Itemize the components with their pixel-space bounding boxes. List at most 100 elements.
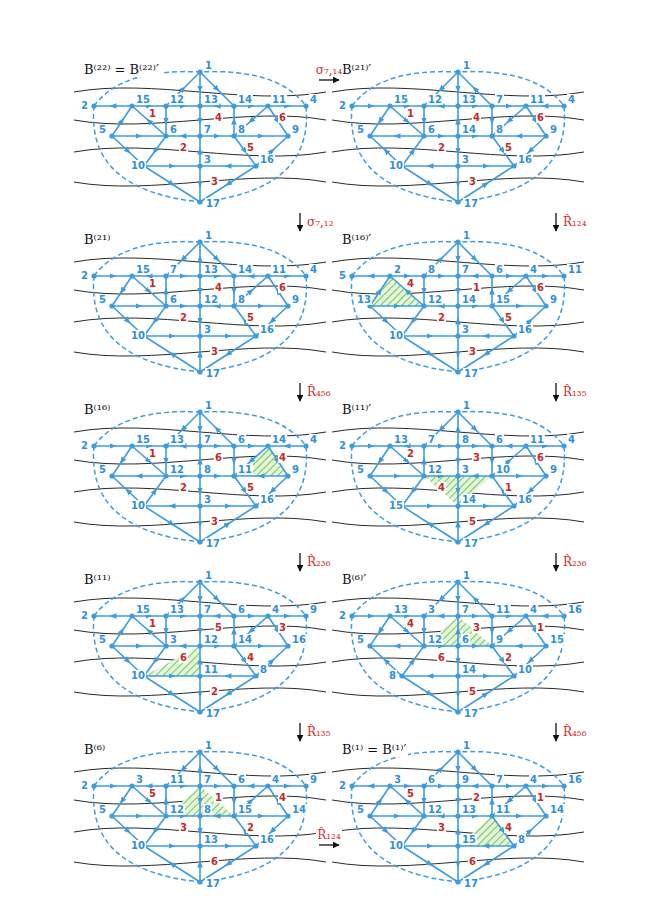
vertex-number: 12 bbox=[427, 634, 443, 645]
vertex-dot bbox=[455, 333, 460, 338]
vertex-number: 10 bbox=[517, 664, 533, 675]
quiver-panel: B⁽¹⁶⁾ bbox=[82, 402, 318, 552]
face-number: 4 bbox=[406, 618, 415, 629]
quiver-arrow bbox=[458, 135, 492, 137]
face-number: 2 bbox=[246, 822, 255, 833]
vertex-dot bbox=[197, 643, 202, 648]
vertex-number: 13 bbox=[169, 434, 185, 445]
vertex-number: 6 bbox=[461, 634, 470, 645]
quiver-arrow bbox=[166, 72, 200, 106]
vertex-number: 5 bbox=[338, 270, 347, 281]
vertex-dot bbox=[197, 273, 202, 278]
face-number: 6 bbox=[210, 856, 219, 867]
hatched-face bbox=[424, 616, 492, 646]
quiver-arrow bbox=[94, 275, 132, 277]
quiver-arrow bbox=[370, 616, 390, 646]
quiver-arrow bbox=[200, 752, 234, 786]
vertex-dot bbox=[253, 163, 258, 168]
quiver-arrow bbox=[144, 136, 166, 166]
quiver-arrow bbox=[458, 165, 514, 167]
quiver-arrow bbox=[390, 106, 424, 136]
quiver-graph bbox=[340, 572, 576, 722]
quiver-arrow bbox=[457, 676, 459, 712]
quiver-arrow bbox=[491, 276, 493, 306]
vertex-number: 4 bbox=[529, 774, 538, 785]
vertex-number: 2 bbox=[80, 780, 89, 791]
vertex-number: 16 bbox=[567, 774, 583, 785]
vertex-dot bbox=[455, 783, 460, 788]
quiver-arrow bbox=[492, 136, 514, 166]
transformation-label: R̂₁₃₅ bbox=[562, 385, 587, 399]
vertex-dot bbox=[231, 813, 236, 818]
quiver-graph bbox=[340, 742, 576, 892]
quiver-arrow bbox=[268, 106, 288, 136]
hatched-face bbox=[234, 446, 288, 476]
quiver-arrow bbox=[492, 445, 526, 447]
vertex-dot bbox=[455, 303, 460, 308]
vertex-number: 16 bbox=[567, 604, 583, 615]
transformation-arrow bbox=[299, 553, 300, 571]
quiver-arrow bbox=[256, 816, 288, 846]
panel-title: B⁽²¹⁾ bbox=[82, 232, 112, 247]
vertex-number: 1 bbox=[462, 740, 471, 751]
vertex-dot bbox=[197, 239, 202, 244]
quiver-arrow bbox=[457, 846, 459, 882]
panel-title: B⁽¹⁶⁾ bbox=[82, 402, 112, 417]
vertex-dot bbox=[543, 473, 548, 478]
dashed-boundary bbox=[351, 582, 564, 712]
quiver-arrow bbox=[256, 646, 288, 676]
quiver-arrow bbox=[144, 165, 200, 167]
vertex-dot bbox=[455, 813, 460, 818]
quiver-arrow bbox=[423, 616, 425, 646]
vertex-number: 4 bbox=[567, 434, 576, 445]
quiver-arrow bbox=[233, 786, 235, 816]
quiver-arrow bbox=[199, 646, 201, 676]
vertex-dot bbox=[523, 613, 528, 618]
vertex-dot bbox=[197, 369, 202, 374]
vertex-dot bbox=[455, 643, 460, 648]
vertex-number: 3 bbox=[203, 324, 212, 335]
quiver-arrow bbox=[458, 445, 492, 447]
vertex-dot bbox=[543, 303, 548, 308]
quiver-arrow bbox=[424, 785, 458, 787]
vertex-number: 15 bbox=[135, 434, 151, 445]
panel-title: B⁽¹¹⁾′ bbox=[340, 402, 373, 417]
quiver-arrow bbox=[491, 446, 493, 476]
quiver-arrow bbox=[492, 105, 526, 107]
quiver-arrow bbox=[423, 106, 425, 136]
panel-title: B⁽¹⁾ = B⁽¹⁾′ bbox=[340, 742, 408, 757]
vertex-dot bbox=[265, 613, 270, 618]
vertex-number: 14 bbox=[461, 494, 477, 505]
vertex-number: 7 bbox=[495, 94, 504, 105]
quiver-arrow bbox=[234, 645, 288, 647]
vertex-number: 7 bbox=[169, 264, 178, 275]
transformation-arrow bbox=[299, 213, 300, 231]
face-number: 5 bbox=[468, 516, 477, 527]
quiver-arrow bbox=[200, 105, 234, 107]
quiver-arrow bbox=[234, 816, 256, 846]
quiver-arrow bbox=[424, 72, 458, 106]
vertex-number: 11 bbox=[203, 664, 219, 675]
vertex-dot bbox=[197, 749, 202, 754]
vertex-number: 2 bbox=[80, 440, 89, 451]
quiver-arrow bbox=[233, 276, 235, 306]
vertex-number: 2 bbox=[80, 610, 89, 621]
hatched-face bbox=[166, 786, 234, 816]
quiver-arrow bbox=[144, 816, 166, 846]
vertex-dot bbox=[91, 103, 96, 108]
dashed-boundary bbox=[351, 72, 564, 202]
vertex-dot bbox=[511, 843, 516, 848]
vertex-number: 7 bbox=[203, 604, 212, 615]
face-number: 4 bbox=[214, 282, 223, 293]
vertex-dot bbox=[129, 273, 134, 278]
face-number: 3 bbox=[437, 822, 446, 833]
vertex-dot bbox=[511, 673, 516, 678]
quiver-arrow bbox=[526, 785, 564, 787]
quiver-arrow bbox=[234, 786, 268, 816]
quiver-arrow bbox=[144, 476, 166, 506]
vertex-number: 9 bbox=[549, 294, 558, 305]
face-number: 4 bbox=[278, 792, 287, 803]
quiver-arrow bbox=[402, 816, 424, 846]
quiver-graph bbox=[340, 232, 576, 382]
quiver-arrow bbox=[514, 306, 546, 336]
